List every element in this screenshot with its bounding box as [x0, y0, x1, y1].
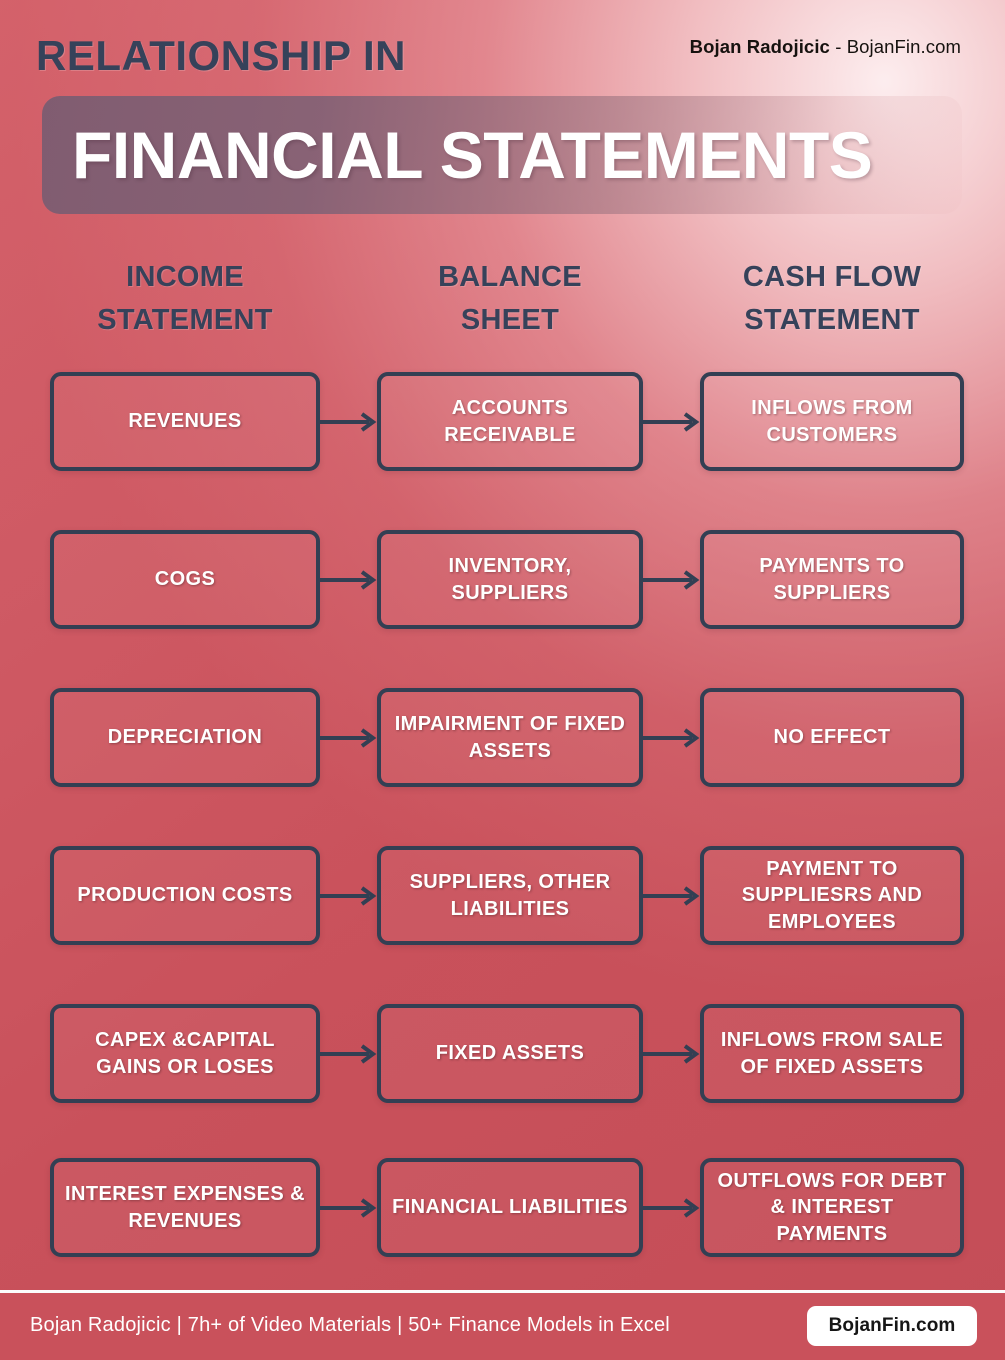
column-header-cash-flow-statement: CASH FLOW STATEMENT — [700, 256, 964, 341]
flow-arrow-icon — [643, 569, 700, 590]
flow-arrow-icon — [320, 569, 377, 590]
flow-arrow-icon — [320, 1197, 377, 1218]
footer-website-badge[interactable]: BojanFin.com — [807, 1306, 977, 1346]
cell-income-statement: PRODUCTION COSTS — [50, 846, 320, 945]
column-header-line1: INCOME — [126, 261, 244, 293]
column-header-balance-sheet: BALANCE SHEET — [377, 256, 643, 341]
cell-cash-flow-statement: PAYMENTS TO SUPPLIERS — [700, 530, 964, 629]
cell-income-statement: DEPRECIATION — [50, 688, 320, 787]
cell-income-statement: CAPEX &CAPITAL GAINS OR LOSES — [50, 1004, 320, 1103]
column-header-line2: STATEMENT — [744, 303, 920, 336]
page-title: FINANCIAL STATEMENTS — [72, 118, 873, 192]
footer-text: Bojan Radojicic | 7h+ of Video Materials… — [30, 1314, 670, 1336]
cell-balance-sheet: IMPAIRMENT OF FIXED ASSETS — [377, 688, 643, 787]
column-header-line2: STATEMENT — [97, 303, 273, 336]
author-name: Bojan Radojicic — [689, 36, 830, 57]
cell-balance-sheet: SUPPLIERS, OTHER LIABILITIES — [377, 846, 643, 945]
cell-cash-flow-statement: INFLOWS FROM SALE OF FIXED ASSETS — [700, 1004, 964, 1103]
cell-income-statement: REVENUES — [50, 372, 320, 471]
cell-cash-flow-statement: NO EFFECT — [700, 688, 964, 787]
cell-income-statement: INTEREST EXPENSES & REVENUES — [50, 1158, 320, 1257]
column-header-line1: BALANCE — [438, 261, 582, 293]
flow-arrow-icon — [643, 727, 700, 748]
column-headers: INCOME STATEMENT BALANCE SHEET CASH FLOW… — [0, 256, 1005, 356]
cell-balance-sheet: FIXED ASSETS — [377, 1004, 643, 1103]
flow-arrow-icon — [643, 885, 700, 906]
cell-income-statement: COGS — [50, 530, 320, 629]
flow-arrow-icon — [643, 1197, 700, 1218]
author-site: - BojanFin.com — [829, 36, 961, 57]
relationship-row: DEPRECIATION IMPAIRMENT OF FIXED ASSETS NO… — [0, 688, 1005, 787]
cell-balance-sheet: ACCOUNTS RECEIVABLE — [377, 372, 643, 471]
cell-balance-sheet: INVENTORY, SUPPLIERS — [377, 530, 643, 629]
flow-arrow-icon — [320, 727, 377, 748]
cell-cash-flow-statement: OUTFLOWS FOR DEBT & INTEREST PAYMENTS — [700, 1158, 964, 1257]
relationship-row: PRODUCTION COSTS SUPPLIERS, OTHER LIABILI… — [0, 846, 1005, 945]
cell-cash-flow-statement: INFLOWS FROM CUSTOMERS — [700, 372, 964, 471]
column-header-income-statement: INCOME STATEMENT — [50, 256, 320, 341]
relationship-row: COGS INVENTORY, SUPPLIERS PAYMENTS TO SUPP… — [0, 530, 1005, 629]
footer-bar: Bojan Radojicic | 7h+ of Video Materials… — [0, 1293, 1005, 1360]
relationship-row: INTEREST EXPENSES & REVENUES FINANCIAL LI… — [0, 1158, 1005, 1257]
flow-arrow-icon — [320, 411, 377, 432]
flow-arrow-icon — [320, 885, 377, 906]
cell-cash-flow-statement: PAYMENT TO SUPPLIESRS AND EMPLOYEES — [700, 846, 964, 945]
flow-arrow-icon — [643, 1043, 700, 1064]
column-header-line1: CASH FLOW — [742, 261, 922, 293]
relationship-row: REVENUES ACCOUNTS RECEIVABLE INFLOWS FROM … — [0, 372, 1005, 471]
author-byline: Bojan Radojicic - BojanFin.com — [690, 36, 961, 58]
cell-balance-sheet: FINANCIAL LIABILITIES — [377, 1158, 643, 1257]
column-header-line2: SHEET — [460, 303, 560, 336]
flow-arrow-icon — [643, 411, 700, 432]
footer-divider — [0, 1290, 1005, 1293]
flow-arrow-icon — [320, 1043, 377, 1064]
relationship-row: CAPEX &CAPITAL GAINS OR LOSES FIXED ASSET… — [0, 1004, 1005, 1103]
page-kicker: RELATIONSHIP IN — [36, 32, 406, 79]
title-banner: FINANCIAL STATEMENTS — [42, 96, 962, 214]
